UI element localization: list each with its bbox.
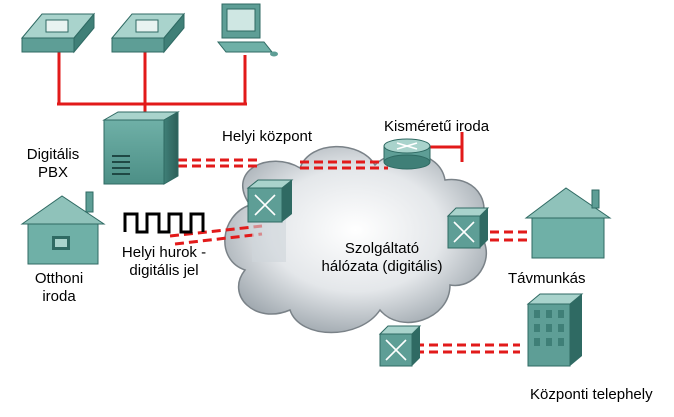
building-icon: [526, 293, 584, 367]
central-office-label: Helyi központ: [222, 128, 313, 145]
digital-links: [169, 158, 530, 354]
phone-icon: [20, 12, 96, 54]
pbx-label: Digitális PBX: [26, 146, 80, 181]
pbx-icon: [102, 111, 180, 185]
house-icon: [524, 187, 612, 259]
small-office-label: Kisméretű iroda: [384, 118, 490, 135]
digital-signal-wave: [123, 212, 205, 234]
switch-icon: [378, 325, 422, 367]
provider-network-label: Szolgáltató hálózata (digitális): [321, 240, 443, 275]
switch-icon: [446, 207, 490, 249]
switch-icon: [246, 179, 294, 262]
small-office-link: [430, 132, 464, 162]
headquarters-label: Központi telephely: [530, 386, 653, 403]
router-icon: [383, 138, 431, 170]
home-office-label: Otthoni iroda: [34, 270, 84, 305]
workstation-icon: [216, 3, 278, 57]
phone-icon: [110, 12, 186, 54]
local-loop-label: Helyi hurok - digitális jel: [121, 244, 207, 279]
house-icon: [20, 191, 106, 265]
pbx-wiring: [57, 52, 247, 115]
teleworker-label: Távmunkás: [508, 270, 586, 287]
